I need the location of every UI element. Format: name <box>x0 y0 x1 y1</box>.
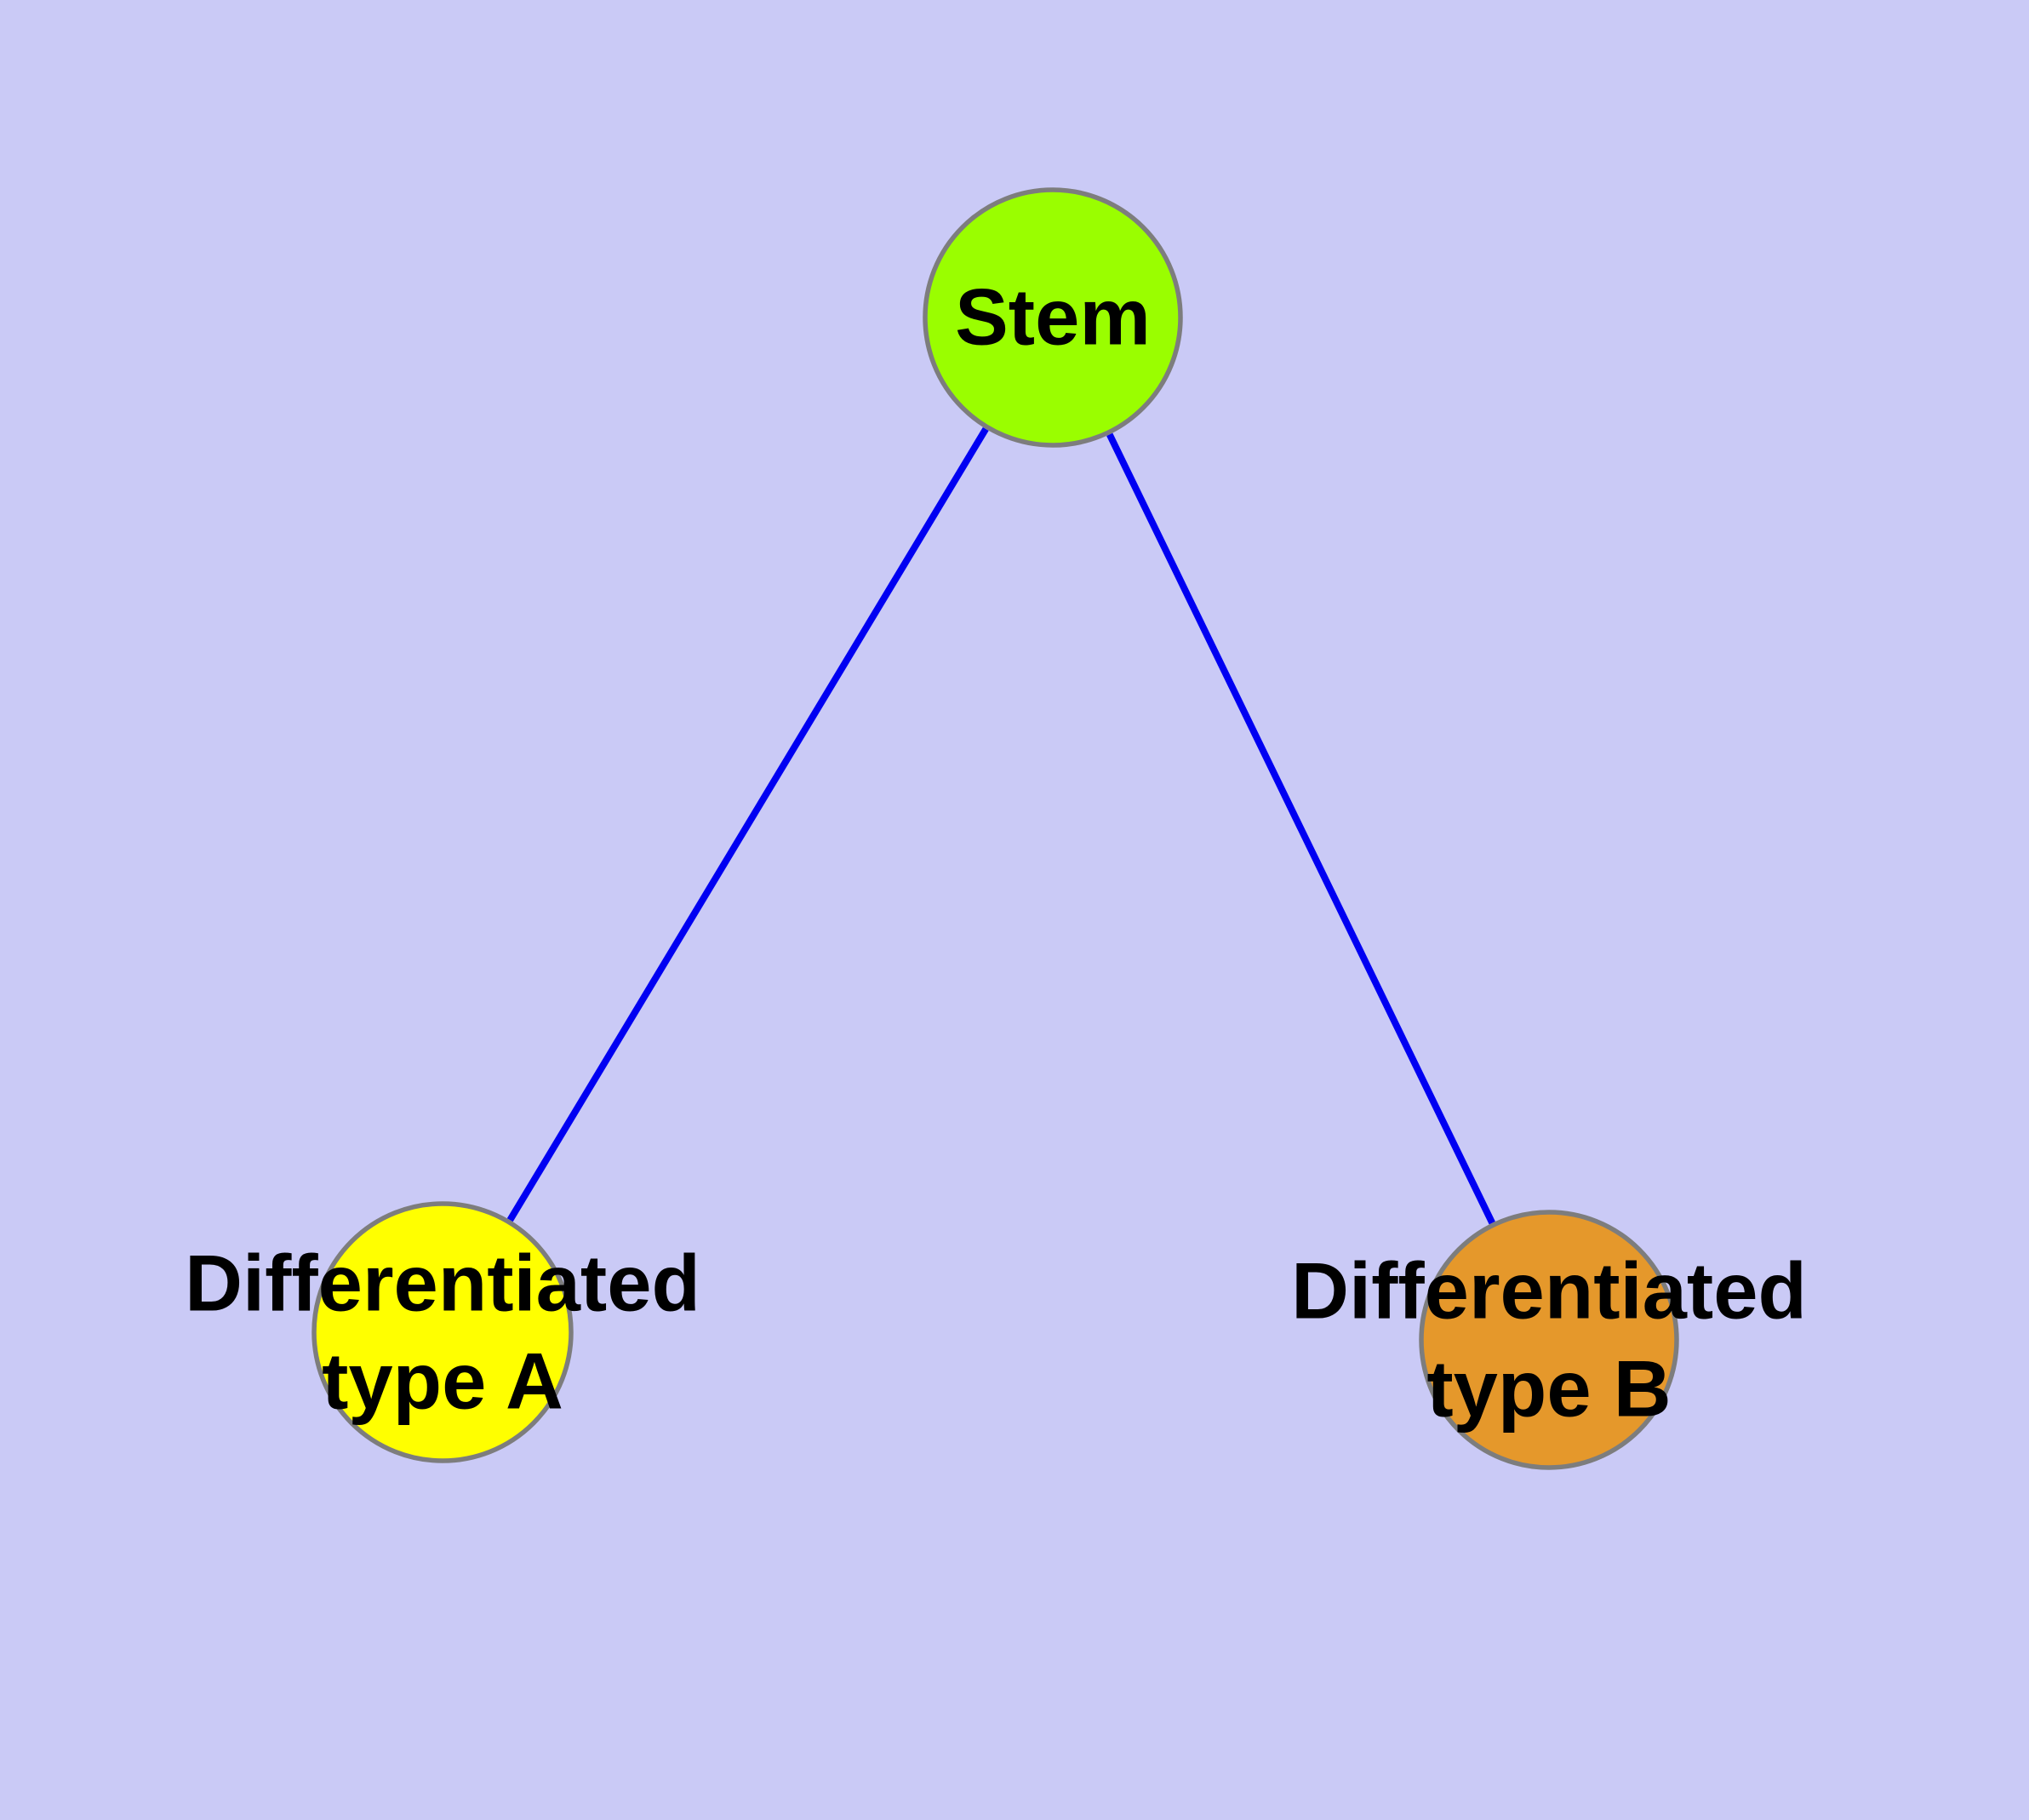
edge-stem-to-type-b <box>1106 432 1495 1225</box>
node-stem-circle <box>923 187 1183 448</box>
node-differentiated-type-b-circle <box>1419 1210 1679 1470</box>
edge-stem-to-type-a <box>506 426 989 1222</box>
node-differentiated-type-a-circle <box>311 1201 574 1463</box>
